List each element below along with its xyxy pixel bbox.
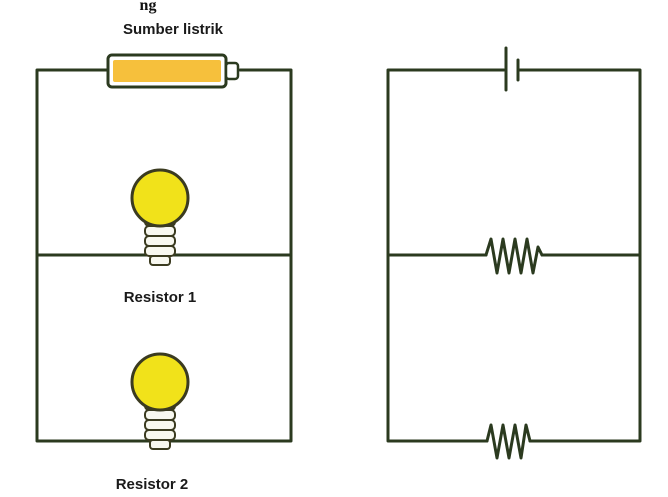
resistor-symbol-icon [484,237,544,275]
battery-charge [113,60,221,82]
battery-terminal [224,61,240,81]
resistor-2-label: Resistor 2 [116,476,189,493]
source-label: Sumber listrik [123,21,224,38]
bulb-glass [130,352,190,412]
resistor-1-label: Resistor 1 [124,289,197,306]
battery-icon [106,53,240,89]
light-bulb-icon [130,352,190,450]
light-bulb-icon [130,168,190,266]
header-fragment: ng [140,0,157,14]
resistor-symbol-icon [485,423,532,460]
pictorial-circuit: Sumber listrik Resistor 1 [35,21,293,493]
cell-symbol-icon [504,46,520,92]
bulb-glass [130,168,190,228]
schematic-circuit [386,46,642,460]
